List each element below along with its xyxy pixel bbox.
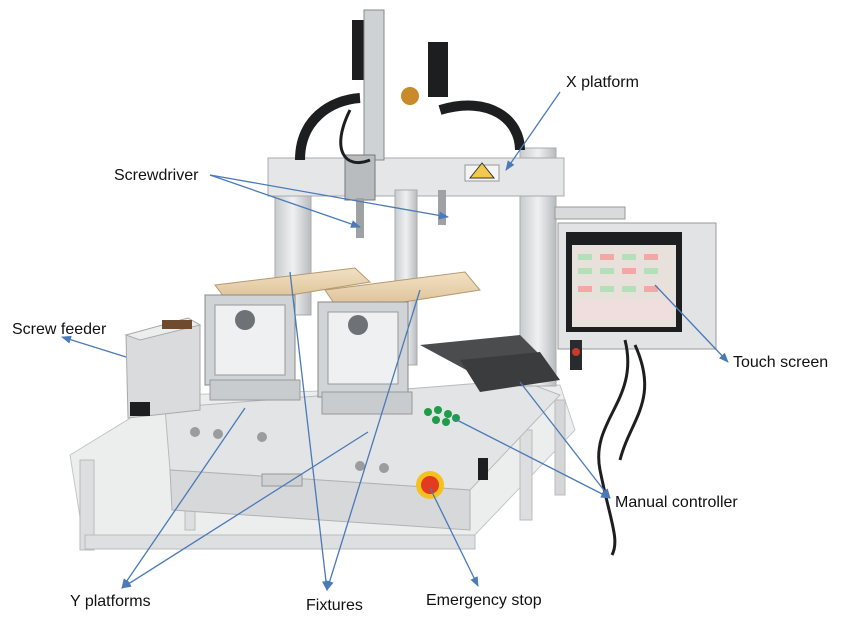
leader-manual-controller-2 (519, 381, 611, 499)
label-fixtures: Fixtures (306, 597, 363, 614)
label-y-platforms: Y platforms (70, 593, 151, 610)
leader-screw-feeder (61, 335, 127, 358)
screw-feeder (124, 317, 202, 419)
label-touch-screen: Touch screen (733, 354, 829, 371)
y-rails (420, 335, 560, 392)
label-screwdriver: Screwdriver (114, 167, 199, 184)
label-screw-feeder: Screw feeder (12, 321, 107, 338)
label-manual-controller: Manual controller (615, 494, 738, 511)
leader-y-platforms-2 (121, 431, 369, 589)
fixture-left (204, 267, 372, 401)
cables (570, 339, 647, 556)
label-x-platform: X platform (566, 74, 639, 91)
leader-manual-controller-1 (452, 417, 611, 499)
label-emergency-stop: Emergency stop (426, 592, 542, 609)
screwdriver-assembly (339, 9, 448, 238)
machine-illustration (69, 9, 717, 556)
gantry-frame (267, 147, 565, 387)
leader-fixtures-1 (289, 271, 330, 591)
leader-emergency-stop (429, 487, 479, 587)
emergency-stop-button (416, 471, 444, 499)
touch-screen-unit (554, 206, 717, 350)
leader-screwdriver-1 (209, 174, 361, 228)
leader-lines (61, 91, 729, 591)
leader-fixtures-2 (325, 289, 421, 591)
leader-y-platforms-1 (121, 407, 246, 589)
cable-chain (295, 93, 525, 161)
fixture-right (317, 271, 481, 415)
leader-screwdriver-2 (209, 174, 449, 220)
leader-x-platform (505, 91, 561, 171)
leader-touch-screen (654, 284, 729, 363)
